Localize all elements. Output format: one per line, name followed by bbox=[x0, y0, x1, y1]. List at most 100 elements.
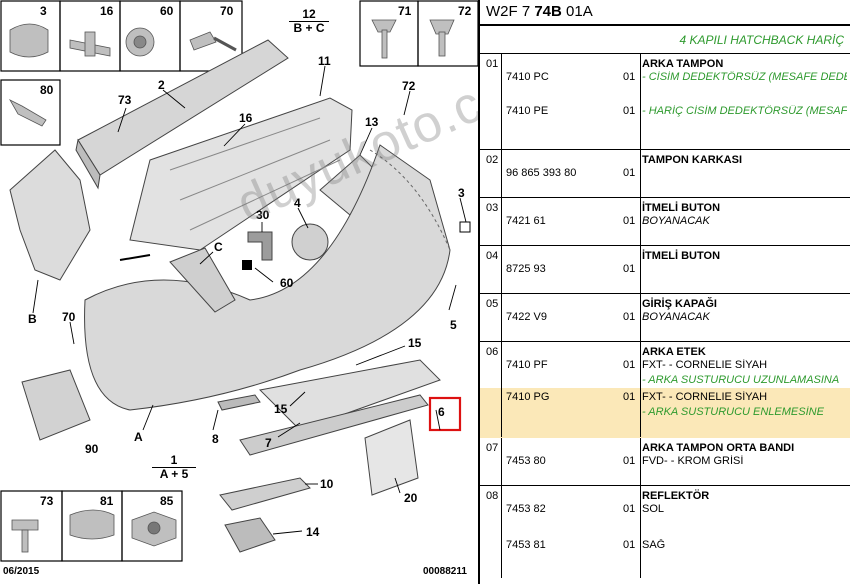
part-qty: 01 bbox=[623, 359, 636, 371]
callout-72: 72 bbox=[402, 79, 416, 93]
parts-group-08[interactable]: 08 REFLEKTÖR 7453 82 01 SOL 7453 81 01 S… bbox=[480, 486, 850, 578]
part-ref: 7453 80 bbox=[506, 455, 546, 467]
part-row[interactable]: 7410 PC 01 - CİSİM DEDEKTÖRSÜZ (MESAFE D… bbox=[480, 70, 850, 102]
callout-90: 90 bbox=[85, 442, 99, 456]
group-12-number: 12 bbox=[302, 7, 316, 21]
variant-filter: 4 KAPILI HATCHBACK HARİÇ bbox=[480, 26, 850, 54]
group-number: 06 bbox=[486, 346, 499, 358]
parts-group-07[interactable]: 07 ARKA TAMPON ORTA BANDI 7453 80 01 FVD… bbox=[480, 438, 850, 486]
part-qty: 01 bbox=[623, 167, 636, 179]
part-desc: FXT- - CORNELIE SİYAH bbox=[642, 391, 768, 403]
callout-16: 16 bbox=[239, 111, 253, 125]
part-row[interactable]: 7410 PE 01 - HARİÇ CİSİM DEDEKTÖRSÜZ (ME… bbox=[480, 104, 850, 136]
box-label-60: 60 bbox=[160, 4, 174, 18]
part-row[interactable]: 7453 80 01 FVD- - KROM GRİSİ bbox=[480, 454, 850, 486]
part-desc: SOL bbox=[642, 503, 665, 515]
box-label-85: 85 bbox=[160, 494, 174, 508]
part-desc: FXT- - CORNELIE SİYAH bbox=[642, 359, 768, 371]
part-qty: 01 bbox=[623, 311, 636, 323]
callout-14: 14 bbox=[306, 525, 320, 539]
part-desc: BOYANACAK bbox=[642, 311, 710, 323]
part-ref: 7421 61 bbox=[506, 215, 546, 227]
parts-group-02[interactable]: 02 TAMPON KARKASI 96 865 393 80 01 bbox=[480, 150, 850, 198]
group-number: 01 bbox=[486, 58, 499, 70]
callout-6-highlighted[interactable]: 6 bbox=[438, 405, 445, 419]
callout-10: 10 bbox=[320, 477, 334, 491]
group-number: 07 bbox=[486, 442, 499, 454]
callout-7: 7 bbox=[265, 436, 272, 450]
group-title: ARKA TAMPON bbox=[642, 58, 724, 70]
part-row[interactable]: 7410 PF 01 FXT- - CORNELIE SİYAH - ARKA … bbox=[480, 358, 850, 390]
parts-group-04[interactable]: 04 İTMELİ BUTON 8725 93 01 bbox=[480, 246, 850, 294]
group-1-members: A + 5 bbox=[152, 467, 196, 481]
part-ref: 7410 PE bbox=[506, 105, 549, 117]
callout-20: 20 bbox=[404, 491, 418, 505]
callout-13: 13 bbox=[365, 115, 379, 129]
callout-15-lower: 15 bbox=[274, 402, 288, 416]
part-row[interactable]: 8725 93 01 bbox=[480, 262, 850, 294]
diagram-drawing bbox=[0, 0, 478, 562]
callout-11: 11 bbox=[318, 54, 331, 68]
part-desc: - HARİÇ CİSİM DEDEKTÖRSÜZ (MESAFE bbox=[642, 105, 847, 117]
part-qty: 01 bbox=[623, 455, 636, 467]
callout-C: C bbox=[214, 240, 223, 254]
diagram-date: 06/2015 bbox=[3, 566, 40, 577]
parts-group-06[interactable]: 06 ARKA ETEK 7410 PF 01 FXT- - CORNELIE … bbox=[480, 342, 850, 438]
parts-group-03[interactable]: 03 İTMELİ BUTON 7421 61 01 BOYANACAK bbox=[480, 198, 850, 246]
group-number: 05 bbox=[486, 298, 499, 310]
group-label-12: 12 B + C bbox=[289, 8, 329, 35]
part-row[interactable]: 96 865 393 80 01 bbox=[480, 166, 850, 198]
group-label-1: 1 A + 5 bbox=[152, 454, 196, 481]
part-desc-note: - ARKA SUSTURUCU UZUNLAMASINA bbox=[642, 374, 840, 386]
callout-2: 2 bbox=[158, 78, 165, 92]
diagram-code-header: W2F 7 74B 01A bbox=[480, 0, 850, 26]
part-row[interactable]: 7422 V9 01 BOYANACAK bbox=[480, 310, 850, 342]
group-title: ARKA ETEK bbox=[642, 346, 706, 358]
exploded-parts-diagram: 3 16 60 70 80 71 72 73 81 85 12 B + C 1 … bbox=[0, 0, 478, 577]
callout-5: 5 bbox=[450, 318, 457, 332]
part-desc-note: - ARKA SUSTURUCU ENLEMESİNE bbox=[642, 406, 824, 418]
callout-4: 4 bbox=[294, 196, 301, 210]
group-number: 02 bbox=[486, 154, 499, 166]
part-qty: 01 bbox=[623, 71, 636, 83]
callout-15-upper: 15 bbox=[408, 336, 422, 350]
group-title: ARKA TAMPON ORTA BANDI bbox=[642, 442, 795, 454]
part-desc: FVD- - KROM GRİSİ bbox=[642, 455, 744, 467]
part-qty: 01 bbox=[623, 215, 636, 227]
box-label-80: 80 bbox=[40, 83, 54, 97]
code-prefix: W2F 7 bbox=[486, 3, 535, 20]
part-ref: 7453 82 bbox=[506, 503, 546, 515]
parts-group-05[interactable]: 05 GİRİŞ KAPAĞI 7422 V9 01 BOYANACAK bbox=[480, 294, 850, 342]
callout-60: 60 bbox=[280, 276, 294, 290]
group-12-members: B + C bbox=[289, 21, 329, 35]
part-ref: 96 865 393 80 bbox=[506, 167, 577, 179]
box-label-16: 16 bbox=[100, 4, 114, 18]
part-row[interactable]: 7453 82 01 SOL bbox=[480, 502, 850, 534]
part-qty: 01 bbox=[623, 503, 636, 515]
code-bold: 74B bbox=[534, 3, 562, 20]
part-qty: 01 bbox=[623, 391, 636, 403]
part-ref: 7453 81 bbox=[506, 539, 546, 551]
box-label-70: 70 bbox=[220, 4, 234, 18]
callout-73: 73 bbox=[118, 93, 132, 107]
code-suffix: 01A bbox=[561, 3, 593, 20]
callout-8: 8 bbox=[212, 432, 219, 446]
callout-30: 30 bbox=[256, 208, 270, 222]
box-label-72: 72 bbox=[458, 4, 472, 18]
part-ref: 7422 V9 bbox=[506, 311, 547, 323]
part-row-selected[interactable]: 7410 PG 01 FXT- - CORNELIE SİYAH - ARKA … bbox=[480, 390, 850, 422]
parts-group-01[interactable]: 01 ARKA TAMPON 7410 PC 01 - CİSİM DEDEKT… bbox=[480, 54, 850, 150]
group-number: 03 bbox=[486, 202, 499, 214]
group-title: GİRİŞ KAPAĞI bbox=[642, 298, 717, 310]
part-row[interactable]: 7453 81 01 SAĞ bbox=[480, 538, 850, 570]
group-title: İTMELİ BUTON bbox=[642, 202, 721, 214]
part-ref: 7410 PG bbox=[506, 391, 550, 403]
diagram-code: 00088211 bbox=[423, 566, 467, 577]
selected-row-bg bbox=[480, 388, 850, 438]
part-qty: 01 bbox=[623, 263, 636, 275]
callout-B: B bbox=[28, 312, 37, 326]
parts-list-panel: W2F 7 74B 01A 4 KAPILI HATCHBACK HARİÇ 0… bbox=[478, 0, 850, 584]
part-row[interactable]: 7421 61 01 BOYANACAK bbox=[480, 214, 850, 246]
group-title: REFLEKTÖR bbox=[642, 490, 710, 502]
callout-A: A bbox=[134, 430, 143, 444]
